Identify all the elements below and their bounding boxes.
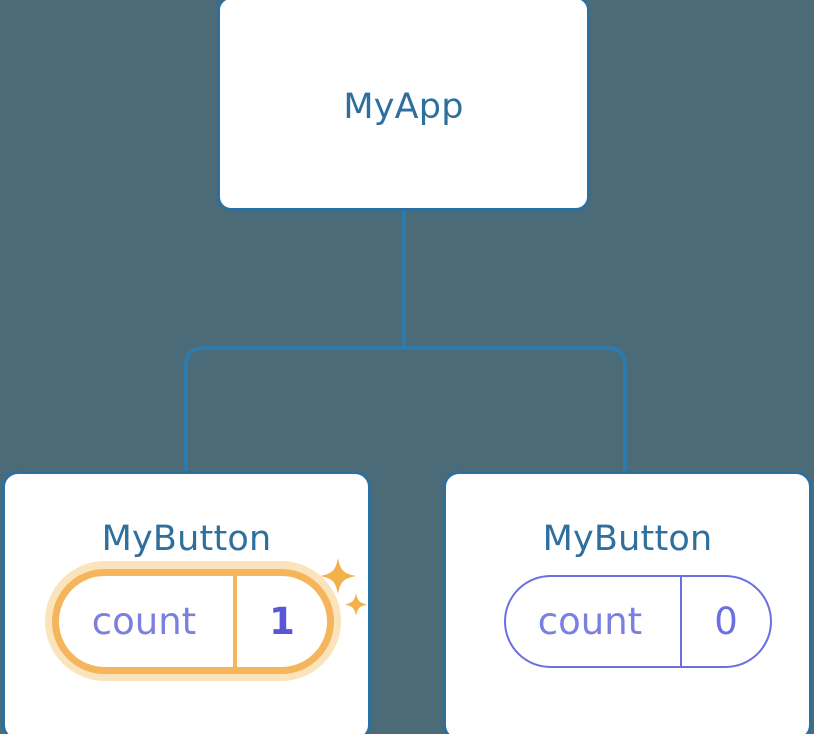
state-value-label: 1 (269, 600, 295, 643)
component-card-child-2[interactable]: MyButton count 0 (443, 471, 812, 734)
connector-branches (184, 346, 627, 471)
state-key-label: count (537, 600, 643, 643)
state-pill-highlighted[interactable]: count 1 (52, 569, 334, 674)
state-key-label: count (91, 600, 197, 643)
component-title: MyButton (542, 519, 713, 559)
state-value-label: 0 (714, 600, 738, 643)
state-pill-container: count 1 (45, 557, 345, 681)
component-card-root[interactable]: MyApp (217, 0, 590, 211)
component-card-child-1[interactable]: MyButton count 1 (2, 471, 371, 734)
state-pill-container: count 0 (496, 557, 772, 681)
component-title: MyApp (343, 87, 464, 127)
component-title: MyButton (101, 519, 272, 559)
state-pill-divider (680, 577, 682, 666)
state-pill[interactable]: count 0 (504, 575, 772, 668)
state-pill-divider (233, 576, 237, 667)
